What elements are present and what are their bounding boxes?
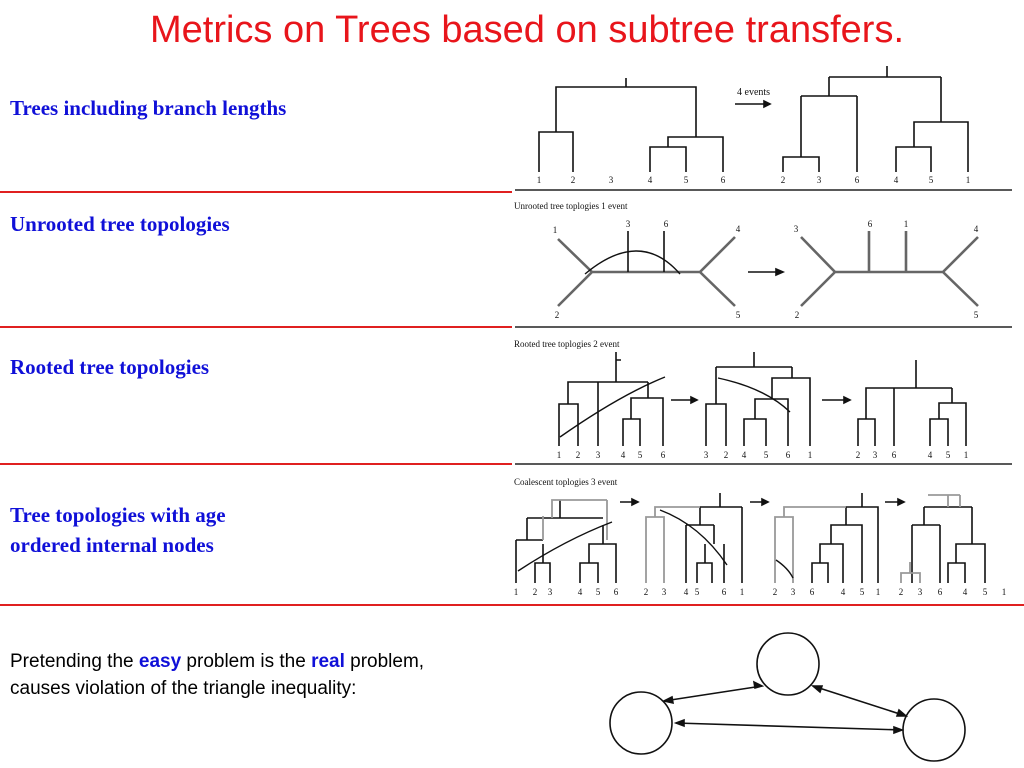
note-highlight-easy: easy [138, 651, 182, 672]
leaf-label: 6 [938, 587, 943, 597]
row-label-rooted: Rooted tree topologies [10, 355, 210, 379]
row-label-branch-lengths: Trees including branch lengths [10, 96, 287, 120]
row-label-age-ordered-line1: Tree topologies with age [10, 503, 226, 527]
leaf-label: 4 [841, 587, 846, 597]
leaf-label: 3 [918, 587, 923, 597]
leaf-label: 1 [557, 450, 562, 460]
leaf-label: 3 [662, 587, 667, 597]
leaf-label: 2 [781, 175, 786, 185]
slide-title: Metrics on Trees based on subtree transf… [149, 9, 905, 51]
leaf-label: 2 [571, 175, 576, 185]
events-label: 4 events [737, 87, 770, 98]
leaf-label: 4 [894, 175, 899, 185]
leaf-label: 1 [740, 587, 745, 597]
leaf-label: 4 [648, 175, 653, 185]
leaf-label: 3 [548, 587, 553, 597]
leaf-label: 4 [684, 587, 689, 597]
leaf-label: 5 [860, 587, 865, 597]
leaf-label: 6 [614, 587, 619, 597]
triangle-inequality-note: Pretending the easy problem is the real … [10, 648, 470, 702]
figure-caption-coalescent: Coalescent toplogies 3 event [514, 477, 618, 487]
leaf-label: 6 [810, 587, 815, 597]
leaf-label: 5 [736, 310, 741, 320]
leaf-label: 2 [555, 310, 560, 320]
leaf-label: 4 [963, 587, 968, 597]
leaf-label: 6 [892, 450, 897, 460]
leaf-label: 1 [964, 450, 969, 460]
separator-1 [0, 191, 512, 193]
leaf-label: 4 [736, 224, 741, 234]
leaf-label: 2 [899, 587, 904, 597]
figure-caption-rooted: Rooted tree toplogies 2 event [514, 339, 620, 349]
leaf-label: 5 [929, 175, 934, 185]
leaf-label: 4 [928, 450, 933, 460]
separator-2 [0, 326, 512, 328]
separator-4 [0, 604, 1024, 606]
leaf-label: 6 [664, 219, 669, 229]
leaf-label: 6 [786, 450, 791, 460]
leaf-label: 5 [764, 450, 769, 460]
leaf-label: 3 [609, 175, 614, 185]
leaf-label: 5 [946, 450, 951, 460]
leaf-label: 2 [795, 310, 800, 320]
leaf-label: 2 [644, 587, 649, 597]
leaf-label: 4 [578, 587, 583, 597]
leaf-label: 2 [856, 450, 861, 460]
leaf-label: 3 [817, 175, 822, 185]
separator-3 [0, 463, 512, 465]
note-text-1: Pretending the [10, 651, 139, 672]
leaf-label: 1 [537, 175, 542, 185]
note-text-3: problem, causes violation of the triangl… [10, 651, 425, 699]
leaf-label: 6 [661, 450, 666, 460]
leaf-label: 3 [626, 219, 631, 229]
leaf-label: 6 [868, 219, 873, 229]
leaf-label: 4 [974, 224, 979, 234]
leaf-label: 1 [904, 219, 909, 229]
leaf-label: 3 [791, 587, 796, 597]
leaf-label: 5 [684, 175, 689, 185]
leaf-label: 3 [704, 450, 709, 460]
leaf-label: 3 [873, 450, 878, 460]
leaf-label: 4 [742, 450, 747, 460]
row-label-age-ordered: Tree topologies with age ordered interna… [10, 500, 226, 560]
leaf-label: 1 [966, 175, 971, 185]
leaf-label: 6 [855, 175, 860, 185]
leaf-label: 6 [721, 175, 726, 185]
leaf-label: 6 [722, 587, 727, 597]
note-text-2: problem is the [181, 651, 312, 672]
leaf-label: 3 [794, 224, 799, 234]
leaf-label: 1 [514, 587, 519, 597]
leaf-label: 3 [596, 450, 601, 460]
leaf-label: 5 [638, 450, 643, 460]
leaf-label: 5 [695, 587, 700, 597]
note-highlight-real: real [311, 651, 345, 672]
leaf-label: 5 [974, 310, 979, 320]
leaf-label: 5 [596, 587, 601, 597]
leaf-label: 1 [808, 450, 813, 460]
figure-caption-unrooted: Unrooted tree toplogies 1 event [514, 201, 628, 211]
leaf-label: 1 [876, 587, 881, 597]
leaf-label: 2 [533, 587, 538, 597]
row-label-age-ordered-line2: ordered internal nodes [10, 533, 214, 557]
leaf-label: 2 [773, 587, 778, 597]
leaf-label: 1 [1002, 587, 1007, 597]
leaf-label: 4 [621, 450, 626, 460]
row-label-unrooted: Unrooted tree topologies [10, 212, 230, 236]
leaf-label: 1 [553, 225, 558, 235]
leaf-label: 2 [576, 450, 581, 460]
leaf-label: 2 [724, 450, 729, 460]
leaf-label: 5 [983, 587, 988, 597]
